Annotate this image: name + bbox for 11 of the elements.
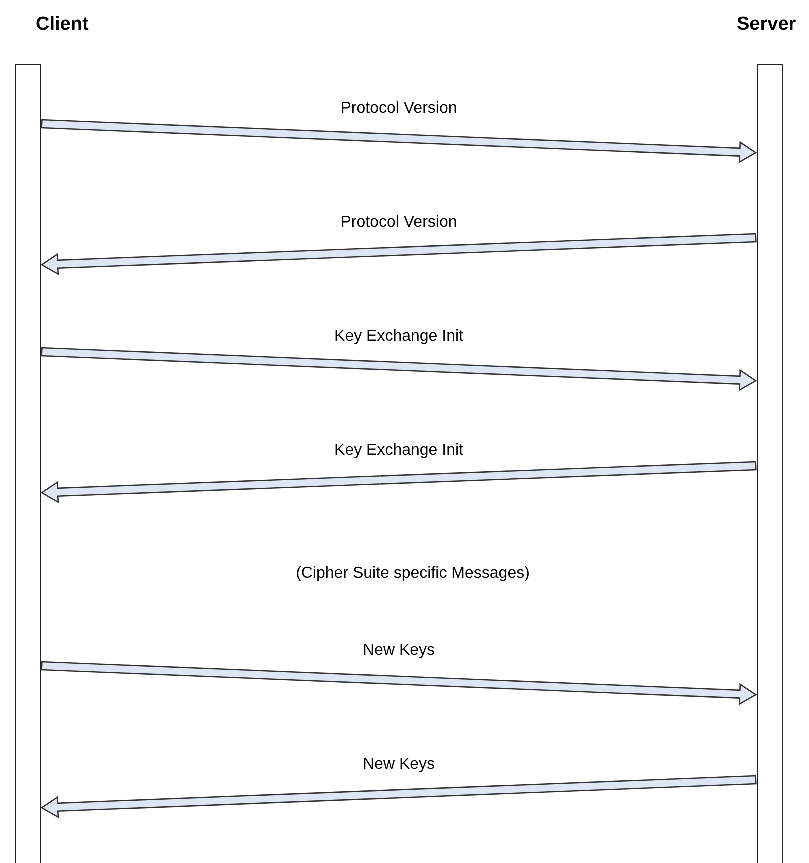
edge-label: Key Exchange Init bbox=[332, 442, 466, 460]
block-arrow bbox=[41, 119, 758, 164]
edge-label: Key Exchange Init bbox=[332, 328, 466, 346]
block-arrow bbox=[41, 347, 758, 392]
participant-label: Server bbox=[737, 14, 796, 36]
block-arrow bbox=[40, 461, 757, 504]
block-arrow bbox=[41, 661, 758, 706]
note-text: (Cipher Suite specific Messages) bbox=[294, 565, 532, 583]
participant-label: Client bbox=[36, 14, 89, 36]
block-arrow bbox=[40, 775, 757, 819]
block-arrow bbox=[40, 233, 757, 276]
